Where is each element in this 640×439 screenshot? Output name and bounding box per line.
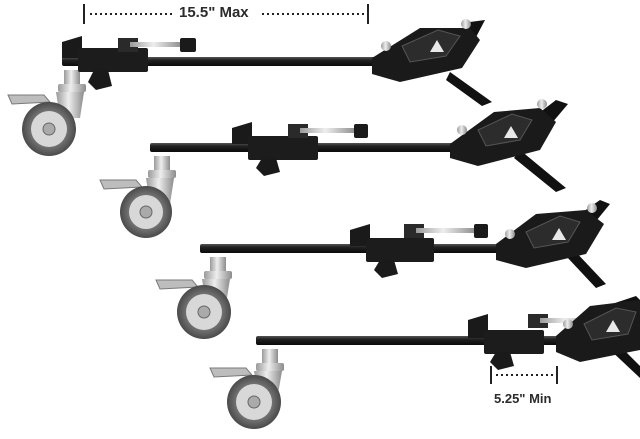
max-dimension-marker bbox=[83, 4, 369, 24]
leg-hub-bracket bbox=[496, 203, 604, 268]
triangle-logo-icon bbox=[606, 320, 620, 332]
tripod-leg bbox=[446, 72, 492, 106]
max-extension-label: 15.5" Max bbox=[175, 4, 253, 21]
rod-clamp bbox=[62, 36, 196, 90]
caster-wheel-icon bbox=[99, 156, 176, 238]
caster-wheel-icon bbox=[209, 349, 284, 429]
triangle-logo-icon bbox=[504, 126, 518, 138]
min-dimension-marker bbox=[490, 366, 558, 384]
min-extension-label: 5.25" Min bbox=[490, 391, 556, 406]
triangle-logo-icon bbox=[552, 228, 566, 240]
leg-hub-bracket bbox=[372, 19, 480, 82]
dolly-arm-4 bbox=[209, 296, 640, 429]
leg-hub-bracket bbox=[556, 300, 640, 362]
dolly-arm-1 bbox=[7, 19, 492, 156]
triangle-logo-icon bbox=[430, 40, 444, 52]
dolly-arm-2 bbox=[99, 99, 568, 238]
leg-hub-bracket bbox=[450, 99, 556, 166]
tripod-leg bbox=[566, 248, 606, 288]
dolly-arm-3 bbox=[155, 200, 610, 339]
tripod-leg bbox=[514, 150, 566, 192]
rod-clamp bbox=[232, 122, 368, 176]
caster-wheel-icon bbox=[7, 70, 86, 156]
rod-clamp bbox=[350, 224, 488, 278]
caster-wheel-icon bbox=[155, 257, 232, 339]
